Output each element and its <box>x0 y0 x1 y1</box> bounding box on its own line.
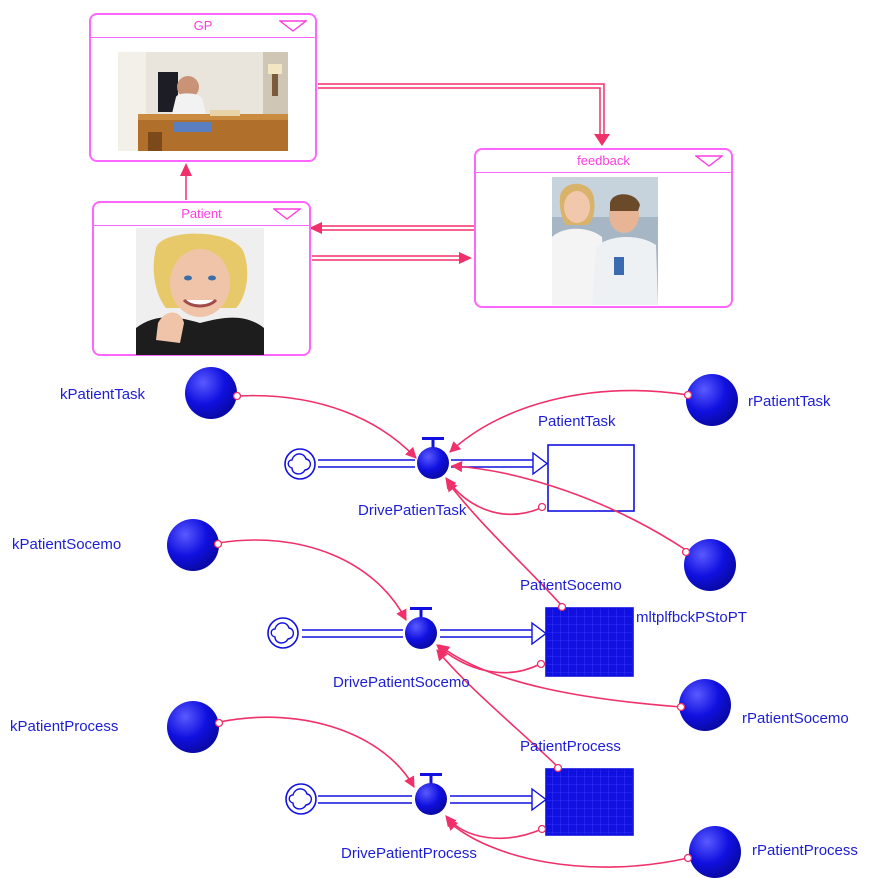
converter-k-patient-task[interactable] <box>185 367 237 419</box>
patient-photo <box>136 228 264 355</box>
label-drive-patient-process: DrivePatientProcess <box>341 845 477 862</box>
connector-kps-to-drivesocemo <box>217 539 407 621</box>
label-drive-patien-task: DrivePatienTask <box>358 502 467 519</box>
connector-feedback-to-patient <box>318 225 474 231</box>
cloud-source-task <box>284 448 316 480</box>
connector-stockprocess-to-driveprocess <box>445 815 543 840</box>
module-gp-title: GP <box>193 18 213 33</box>
module-gp[interactable]: GP <box>89 13 317 162</box>
info-connectors <box>217 389 689 868</box>
module-feedback-title: feedback <box>577 153 630 168</box>
label-patient-process: PatientProcess <box>520 738 621 755</box>
connector-rps-to-drivesocemo <box>438 644 682 708</box>
flow-arrowhead-task <box>532 451 549 476</box>
flow-pipe-socemo <box>302 629 536 638</box>
label-mltplfbck-ps-to-pt: mltplfbckPStoPT <box>636 609 747 626</box>
label-drive-patient-socemo: DrivePatientSocemo <box>333 674 470 691</box>
connector-gp-to-feedback <box>318 83 605 138</box>
chevron-down-icon[interactable] <box>273 208 301 220</box>
label-r-patient-process: rPatientProcess <box>752 842 858 859</box>
connector-socemo-to-drivetask <box>446 480 563 607</box>
label-k-patient-process: kPatientProcess <box>10 718 119 735</box>
connector-kpp-to-driveprocess <box>218 716 415 788</box>
flow-pipe-process <box>318 795 536 804</box>
connector-rpp-to-driveprocess <box>446 819 689 868</box>
gp-photo <box>118 52 288 151</box>
label-patient-socemo: PatientSocemo <box>520 577 622 594</box>
label-r-patient-task: rPatientTask <box>748 393 831 410</box>
flow-arrowhead-process <box>531 787 548 812</box>
connector-origins <box>213 390 693 863</box>
module-feedback-header <box>476 150 731 173</box>
arrowhead-patient-gp <box>180 163 192 176</box>
arrowhead-feedback-patient <box>309 222 322 234</box>
converter-r-patient-socemo[interactable] <box>679 679 731 731</box>
chevron-down-icon[interactable] <box>279 20 307 32</box>
chevron-down-icon[interactable] <box>695 155 723 167</box>
label-patient-task: PatientTask <box>538 413 616 430</box>
connector-mltpl-to-drivetask <box>450 461 687 551</box>
converter-k-patient-process[interactable] <box>167 701 219 753</box>
converter-mltplfbck-ps-to-pt[interactable] <box>684 539 736 591</box>
stock-patient-process[interactable] <box>545 768 634 836</box>
module-patient-header <box>94 203 309 226</box>
stock-patient-task[interactable] <box>547 444 635 512</box>
connector-rpt-to-drivetask <box>449 389 689 453</box>
valve-drive-patient-task[interactable] <box>417 437 449 479</box>
flow-pipe-task <box>318 459 537 468</box>
label-k-patient-task: kPatientTask <box>60 386 146 403</box>
flow-arrowhead-socemo <box>531 621 548 646</box>
converter-r-patient-task[interactable] <box>686 374 738 426</box>
module-patient-title: Patient <box>181 206 222 221</box>
connector-kpt-to-drivetask <box>236 394 417 459</box>
connector-process-to-drivesocemo <box>436 649 559 768</box>
arrowhead-gp-feedback <box>594 134 610 146</box>
feedback-photo <box>552 177 658 305</box>
module-patient[interactable]: Patient <box>92 201 311 356</box>
converter-r-patient-process[interactable] <box>689 826 741 878</box>
converter-k-patient-socemo[interactable] <box>167 519 219 571</box>
stock-patient-socemo[interactable] <box>545 607 634 677</box>
cloud-source-socemo <box>267 617 299 649</box>
module-gp-header <box>91 15 315 38</box>
label-r-patient-socemo: rPatientSocemo <box>742 710 849 727</box>
connector-patient-to-feedback <box>312 255 464 261</box>
module-feedback[interactable]: feedback <box>474 148 733 308</box>
label-k-patient-socemo: kPatientSocemo <box>12 536 122 553</box>
cloud-source-process <box>285 783 317 815</box>
valve-drive-patient-socemo[interactable] <box>405 607 437 649</box>
arrowhead-patient-feedback <box>459 252 472 264</box>
valve-drive-patient-process[interactable] <box>415 773 447 815</box>
